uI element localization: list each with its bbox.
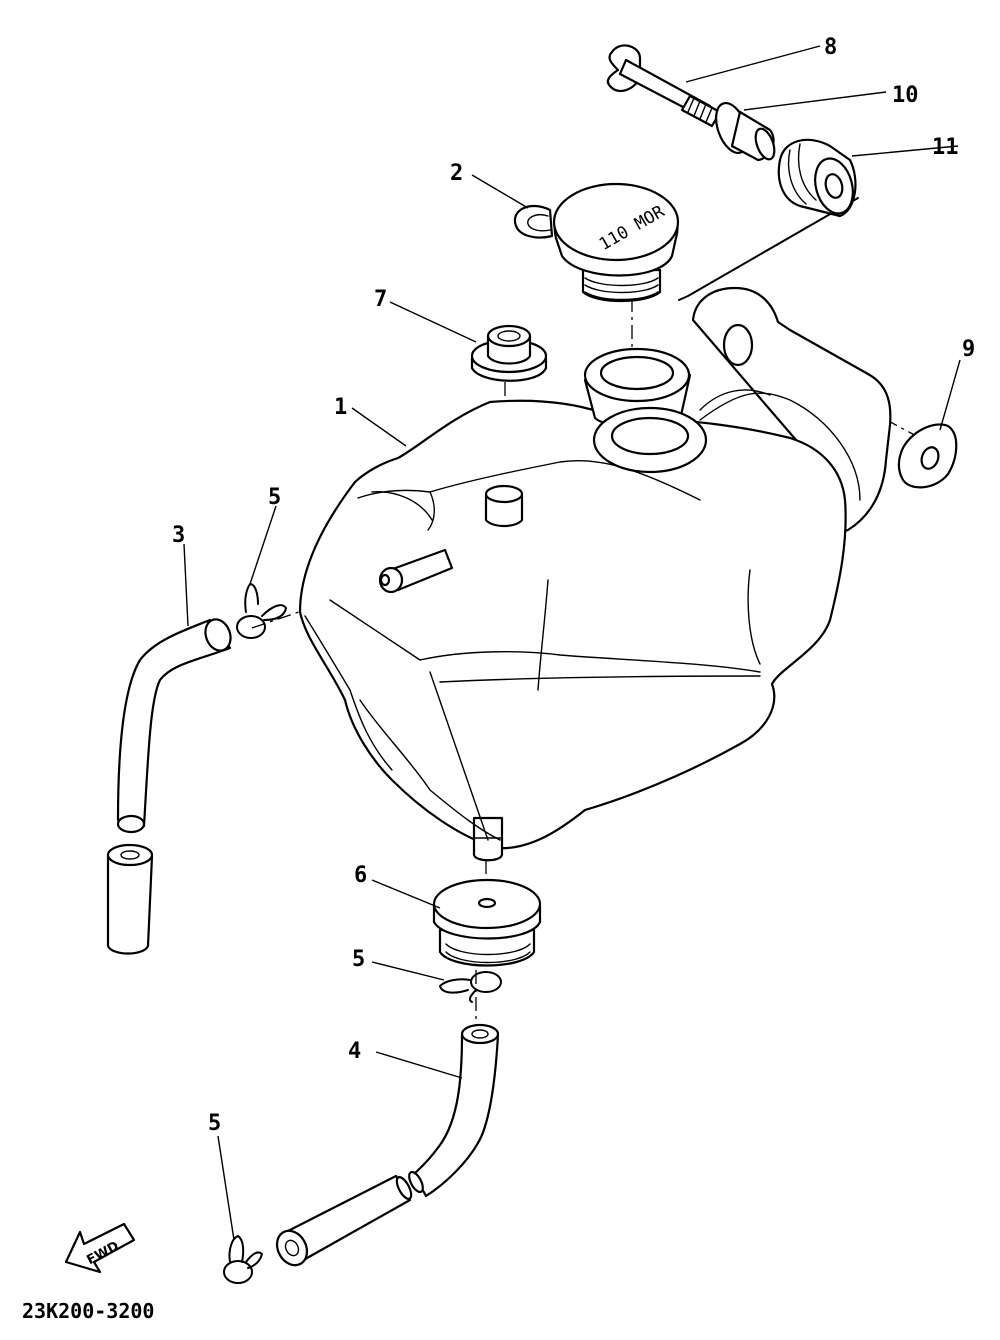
callout-10: 10 [892,83,919,108]
callout-6: 6 [354,863,367,888]
callout-5-upper: 5 [268,485,281,510]
filler-cap: 110 MOR [513,182,680,303]
lower-hose [275,1023,500,1267]
damper-rubber [777,138,857,218]
hose-clip-lower [223,1235,263,1284]
callout-11: 11 [932,135,959,160]
leader-lines [183,45,961,1241]
callout-9: 9 [962,337,975,362]
grommet [470,324,548,382]
callout-5-lower: 5 [208,1111,221,1136]
upper-hose [106,618,232,955]
wing-bolt [606,44,722,128]
callouts: 1 2 3 4 5 5 5 6 7 8 9 10 11 [172,35,975,1136]
callout-8: 8 [824,35,837,60]
washer [897,423,958,489]
bottom-grommet [432,878,542,967]
callout-3: 3 [172,523,185,548]
callout-5-middle: 5 [352,947,365,972]
callout-7: 7 [374,287,387,312]
collar [715,102,776,162]
callout-1: 1 [334,395,347,420]
drawing-code: 23K200-3200 [22,1299,154,1323]
hose-clip-upper [236,583,287,639]
fwd-arrow: FWD [64,1222,136,1274]
callout-4: 4 [348,1039,361,1064]
hose-clip-middle [439,971,502,1003]
callout-2: 2 [450,161,463,186]
tank-body [298,286,892,862]
